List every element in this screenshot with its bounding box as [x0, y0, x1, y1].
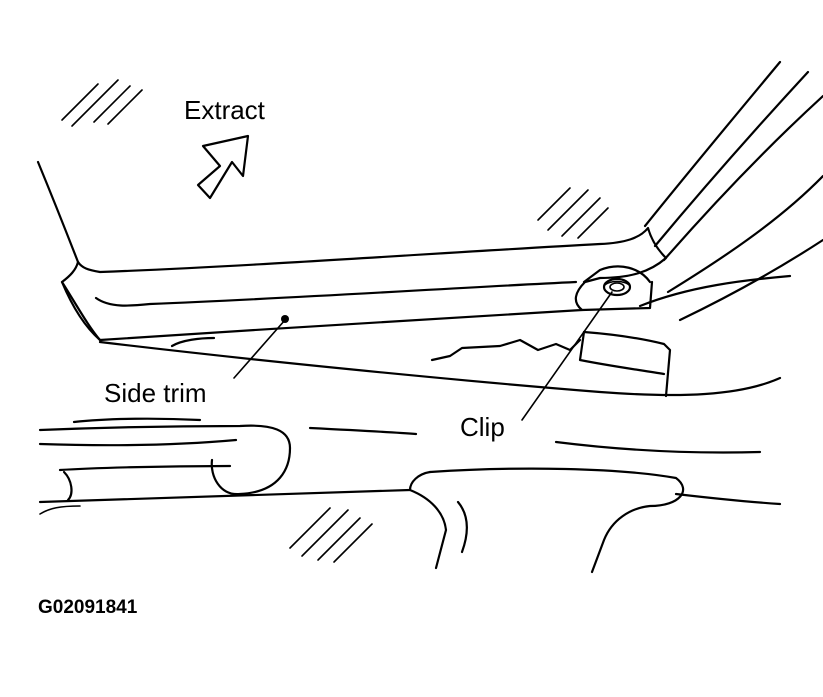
side-trim-panel	[60, 226, 668, 342]
leader-lines	[233, 291, 613, 421]
right-pillar	[638, 60, 823, 322]
lower-cowl	[38, 417, 782, 574]
figure-id: G02091841	[38, 597, 138, 618]
clip-label: Clip	[460, 412, 505, 442]
dashboard-edge	[98, 330, 782, 398]
clip-leader	[521, 291, 613, 421]
left-pillar	[36, 160, 102, 342]
glass-hatch-bottom	[289, 507, 373, 563]
side-trim-label: Side trim	[104, 378, 207, 408]
up-right-arrow-icon	[196, 134, 250, 200]
glass-hatch-top-right	[537, 187, 609, 239]
side-trim-leader	[233, 319, 286, 379]
extract-label: Extract	[184, 95, 265, 125]
clip	[602, 277, 632, 297]
glass-hatch-top-left	[61, 79, 143, 127]
